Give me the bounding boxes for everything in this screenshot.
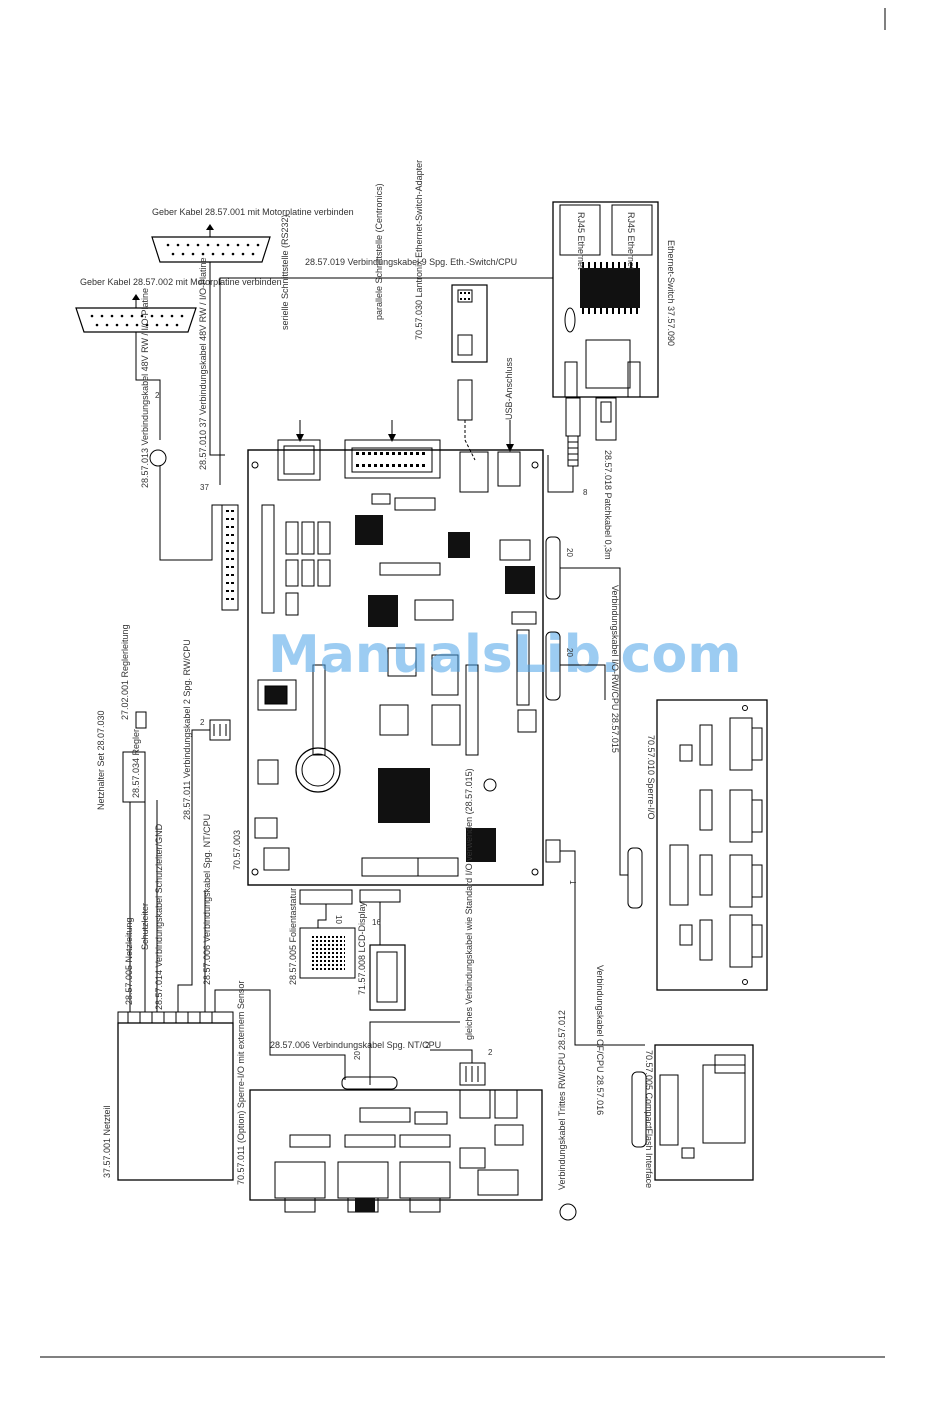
ferrite-1 xyxy=(545,536,561,600)
label-vk-006: 28.57.006 Verbindungskabel Spg. NT/CPU xyxy=(202,814,212,985)
label-netzteil: 37.57.001 Netzteil xyxy=(102,1105,112,1178)
label-geber-1: Geber Kabel 28.57.001 mit Motorplatine v… xyxy=(152,207,354,217)
cable-io-cpu xyxy=(560,567,628,876)
ethernet-switch-board xyxy=(552,201,659,398)
plug-sensor xyxy=(459,1062,486,1086)
label-reglerleitung: 27.02.001 Reglerleitung xyxy=(120,624,130,720)
regler xyxy=(122,711,147,803)
cable-spg-rw xyxy=(177,729,210,1012)
label-n-1: 1 xyxy=(568,880,577,885)
cable-geber-1 xyxy=(209,262,225,456)
label-rj45-a: RJ45 Ethernet xyxy=(576,212,586,270)
cable-48v xyxy=(159,466,222,561)
folientastatur xyxy=(299,889,356,979)
arrow-lantronix xyxy=(464,420,476,461)
label-n-20-b: 20 xyxy=(565,648,574,657)
cable-io-cpu-2 xyxy=(560,664,606,700)
label-ethernet-switch: Ethernet-Switch 37.57.090 xyxy=(666,240,676,346)
label-n-2-c: 2 xyxy=(425,1041,430,1050)
connector-geber-1 xyxy=(151,224,271,263)
label-vk-sensor: Verbindungskabel Trittes RW/CPU 28.57.01… xyxy=(557,1010,567,1190)
sperre-io-board-bottom xyxy=(249,1089,543,1213)
label-n-2-b: 2 xyxy=(200,718,205,727)
label-n-10: 10 xyxy=(334,915,343,924)
label-vk-eth-cpu: 28.57.019 Verbindungskabel 9 Spg. Eth.-S… xyxy=(305,257,517,267)
label-usb: USB-Anschluss xyxy=(504,357,514,420)
cable-flat xyxy=(369,1021,460,1085)
patch-plug-2 xyxy=(595,397,617,441)
sensor-connector xyxy=(559,1203,577,1221)
sperre-io-board-top xyxy=(627,699,768,991)
plug-spg-rw xyxy=(209,719,231,741)
label-patchkabel: 28.57.018 Patchkabel 0,3m xyxy=(603,450,613,560)
label-lantronix: 70.57.030 Lantronix Ethernet-Switch-Adap… xyxy=(414,160,424,340)
ribbon-connector-left xyxy=(221,504,239,611)
watermark: ManualsLib.com xyxy=(268,625,741,685)
label-n-2-a: 2 xyxy=(155,391,160,400)
label-n-2-d: 2 xyxy=(488,1048,493,1057)
lantronix-adapter xyxy=(451,284,488,421)
label-vk-netzteil: 28.57.014 Verbindungskabel Schutzleiter/… xyxy=(154,823,164,1010)
label-vk-spg-nt: 28.57.011 Verbindungskabel 2 Spg. RW/CPU xyxy=(182,639,192,820)
ferrite-2 xyxy=(545,631,561,701)
cable-cf-cpu xyxy=(560,850,645,1046)
lcd-display xyxy=(359,889,406,1011)
label-regler: 28.57.034 Regler xyxy=(131,729,141,798)
connector-geber-2 xyxy=(75,294,197,333)
label-seriell: serielle Schnittstelle (RS232) xyxy=(280,214,290,330)
cable-nt-cpu-2 xyxy=(214,989,346,1080)
cable-geber-2 xyxy=(135,332,161,440)
label-parallel: parallele Schnittstelle (Centronics) xyxy=(374,183,384,320)
ferrite-3 xyxy=(341,1076,398,1090)
label-sperre-io-top: 70.57.010 Sperre-I/O xyxy=(646,735,656,820)
label-flachkabel: gleiches Verbindungskabel wie Standard I… xyxy=(464,768,474,1040)
connector-dc-13 xyxy=(149,449,167,467)
label-n-16: 16 xyxy=(372,918,381,927)
label-vk-io-cpu: Verbindungskabel I/O-RW/CPU 28.57.015 xyxy=(610,585,620,753)
label-vk-005: 28.57.005 Netzleitung xyxy=(124,917,134,1005)
label-vk-cf-cpu: Verbindungskabel CF/CPU 28.57.016 xyxy=(595,965,605,1115)
cable-sensor xyxy=(430,1049,473,1063)
label-display: 71.57.008 LCD-Display xyxy=(357,901,367,995)
label-rj45-b: RJ45 Ethernet xyxy=(626,212,636,270)
label-n-8: 8 xyxy=(583,488,588,497)
label-dc-13: 28.57.013 Verbindungskabel 48V RW / I/O-… xyxy=(140,288,150,488)
cf-plug xyxy=(545,839,561,863)
label-vk-006b: 28.57.006 Verbindungskabel Spg. NT/CPU xyxy=(270,1040,441,1050)
netzteil xyxy=(117,1011,234,1181)
compactflash-interface xyxy=(631,1044,754,1181)
label-netzhalter: Netzhalter Set 28.07.030 xyxy=(96,710,106,810)
label-folientastatur: 28.57.005 Folientastatur xyxy=(288,888,298,985)
label-sperre-io-bottom: 70.57.011 (Option) Sperre-I/O mit extern… xyxy=(236,981,246,1185)
label-n-20-c: 20 xyxy=(353,1051,362,1060)
label-cf-interface: 70.57.005 CompactFlash Interface xyxy=(644,1050,654,1188)
cable-patch xyxy=(547,455,574,493)
cable-eth-cpu xyxy=(219,277,553,485)
label-geber-2: Geber Kabel 28.57.002 mit Motorplatine v… xyxy=(80,277,282,287)
label-cpu-board: 70.57.003 xyxy=(232,830,242,870)
patch-plug-1 xyxy=(565,397,581,467)
label-n-37: 37 xyxy=(200,483,209,492)
label-n-20-a: 20 xyxy=(565,548,574,557)
cpu-board xyxy=(247,439,544,886)
label-schutzleiter: Schutzleiter xyxy=(140,903,150,950)
label-vk-48v: 28.57.010 37 Verbindungskabel 48V RW / I… xyxy=(198,258,208,470)
